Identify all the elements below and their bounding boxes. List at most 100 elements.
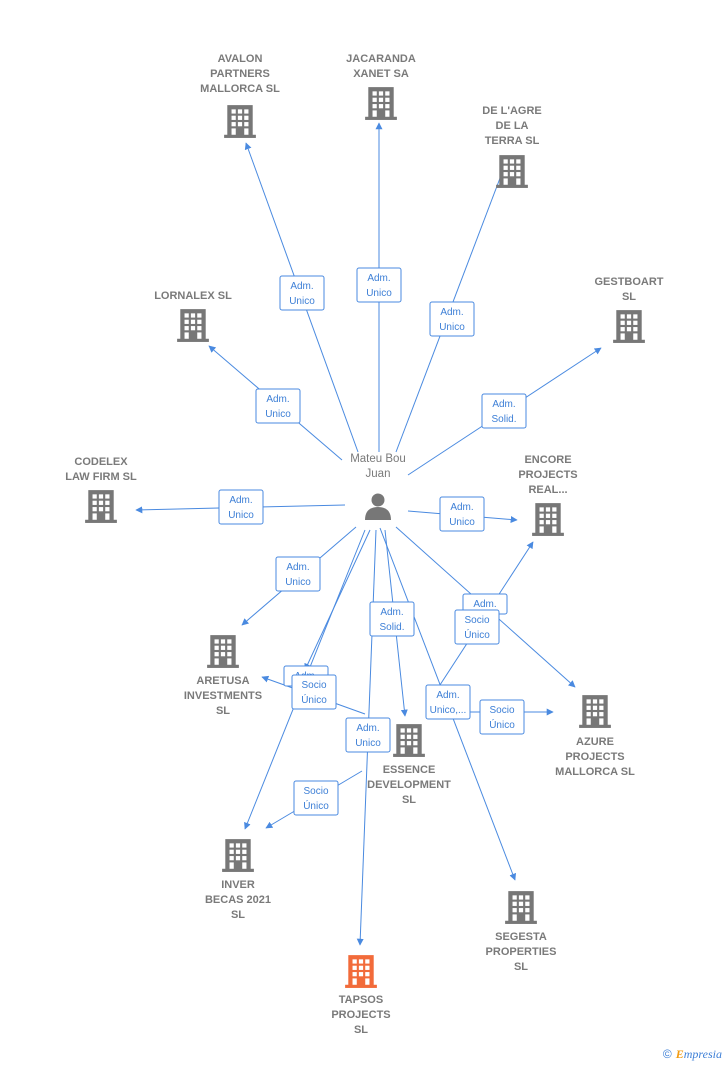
company-name-line: PROJECTS bbox=[518, 469, 577, 481]
person-name-line: Mateu Bou bbox=[350, 453, 406, 465]
relation-label-text: Adm. bbox=[436, 690, 459, 701]
relation-label-box bbox=[345, 717, 391, 753]
relation-label-text: Adm. bbox=[380, 607, 403, 618]
relation-label-text: Adm. bbox=[290, 281, 313, 292]
building-icon bbox=[207, 635, 239, 668]
building-icon bbox=[532, 503, 564, 536]
company-name-line: SL bbox=[514, 961, 528, 973]
relation-label-box bbox=[439, 496, 485, 532]
building-icon bbox=[85, 490, 117, 523]
company-node-essence[interactable]: ESSENCE DEVELOPMENT SL bbox=[367, 724, 451, 806]
relation-label-box bbox=[275, 556, 321, 592]
relation-label-tapsos[interactable]: Adm. Unico bbox=[345, 717, 391, 753]
building-icon bbox=[345, 955, 377, 988]
company-name-line: PARTNERS bbox=[210, 68, 270, 80]
relation-label-box bbox=[218, 489, 264, 525]
relation-label-text: Unico bbox=[366, 288, 392, 299]
relation-label-text: Socio bbox=[303, 786, 328, 797]
company-node-segesta[interactable]: SEGESTA PROPERTIES SL bbox=[486, 891, 557, 973]
company-name-line: MALLORCA SL bbox=[200, 83, 280, 95]
person-name-line: Juan bbox=[366, 468, 391, 480]
company-name-line: SL bbox=[216, 705, 230, 717]
company-name-line: LAW FIRM SL bbox=[65, 471, 137, 483]
company-name-line: JACARANDA bbox=[346, 53, 416, 65]
relation-label-text: Socio bbox=[464, 615, 489, 626]
relation-label-gestboart[interactable]: Adm.Solid. bbox=[481, 393, 527, 429]
relation-label-box bbox=[454, 609, 500, 645]
company-name-line: SL bbox=[231, 909, 245, 921]
relation-label-text: Único bbox=[303, 799, 329, 812]
relation-label-text: Unico bbox=[285, 577, 311, 588]
relation-label-text: Socio bbox=[301, 680, 326, 691]
relation-label-jacaranda[interactable]: Adm. Unico bbox=[356, 267, 402, 303]
building-icon bbox=[496, 155, 528, 188]
building-icon bbox=[365, 87, 397, 120]
relation-label-text: Adm. bbox=[367, 273, 390, 284]
edge-aretusa-2 bbox=[304, 529, 371, 671]
relation-label-text: Unico bbox=[289, 296, 315, 307]
relation-label-box bbox=[369, 601, 415, 637]
relation-label-text: Socio bbox=[489, 705, 514, 716]
company-name-line: CODELEX bbox=[74, 456, 128, 468]
building-icon bbox=[222, 839, 254, 872]
relation-label-text: Adm. bbox=[356, 723, 379, 734]
company-node-encore[interactable]: ENCOREPROJECTSREAL... bbox=[518, 454, 578, 536]
company-name-line: SL bbox=[402, 794, 416, 806]
building-icon bbox=[505, 891, 537, 924]
footer-brand[interactable]: ©Empresia bbox=[663, 1047, 722, 1062]
company-name-line: SEGESTA bbox=[495, 931, 547, 943]
relation-label-avalon[interactable]: Adm. Unico bbox=[279, 275, 325, 311]
company-name-line: PROJECTS bbox=[331, 1009, 390, 1021]
company-name-line: ESSENCE bbox=[383, 764, 436, 776]
company-name-line: INVER bbox=[221, 879, 255, 891]
company-node-codelex[interactable]: CODELEX LAW FIRM SL bbox=[65, 456, 137, 523]
company-name-line: DEVELOPMENT bbox=[367, 779, 451, 791]
company-node-gestboart[interactable]: GESTBOART SL bbox=[594, 276, 664, 343]
company-name-line: ARETUSA bbox=[196, 675, 249, 687]
relation-label-text: Adm. bbox=[266, 394, 289, 405]
relation-label-codelex[interactable]: Adm.Unico bbox=[218, 489, 264, 525]
relation-label-box bbox=[356, 267, 402, 303]
relation-label-aretusa[interactable]: Adm.Unico bbox=[275, 556, 321, 592]
building-icon bbox=[579, 695, 611, 728]
relation-label-text: Unico bbox=[439, 322, 465, 333]
relation-label-encore-1[interactable]: Adm.Unico bbox=[439, 496, 485, 532]
relation-label-essence[interactable]: Adm. Solid. bbox=[369, 601, 415, 637]
company-name-line: AZURE bbox=[576, 736, 614, 748]
relation-label-lornalex[interactable]: Adm.Unico bbox=[255, 388, 301, 424]
relation-label-segesta[interactable]: Adm.Unico,... bbox=[425, 684, 471, 720]
company-name-line: GESTBOART bbox=[594, 276, 663, 288]
relation-label-text: Solid. bbox=[379, 622, 404, 633]
company-name-line: TAPSOS bbox=[339, 994, 383, 1006]
relation-label-text: Unico bbox=[355, 738, 381, 749]
company-node-lornalex[interactable]: LORNALEX SL bbox=[154, 290, 232, 342]
relation-label-text: Adm. bbox=[440, 307, 463, 318]
relation-label-text: Adm. bbox=[492, 399, 515, 410]
company-name-line: TERRA SL bbox=[485, 135, 540, 147]
company-name-line: DE L'AGRE bbox=[482, 105, 541, 117]
relation-label-deagre[interactable]: Adm. Unico bbox=[429, 301, 475, 337]
company-name-line: SL bbox=[622, 291, 636, 303]
person-icon bbox=[365, 493, 391, 520]
copyright-symbol: © bbox=[662, 1047, 672, 1061]
relation-label-azure-1[interactable]: Adm. bbox=[462, 593, 508, 615]
relation-label-box bbox=[481, 393, 527, 429]
brand-logo-initial: E bbox=[675, 1047, 684, 1061]
relation-label-box bbox=[293, 780, 339, 816]
company-name-line: ENCORE bbox=[524, 454, 571, 466]
relation-labels-layer: Adm.UnicoAdm.UnicoAdm.UnicoAdm.Solid.Adm… bbox=[218, 267, 527, 816]
company-name-line: PROPERTIES bbox=[486, 946, 557, 958]
